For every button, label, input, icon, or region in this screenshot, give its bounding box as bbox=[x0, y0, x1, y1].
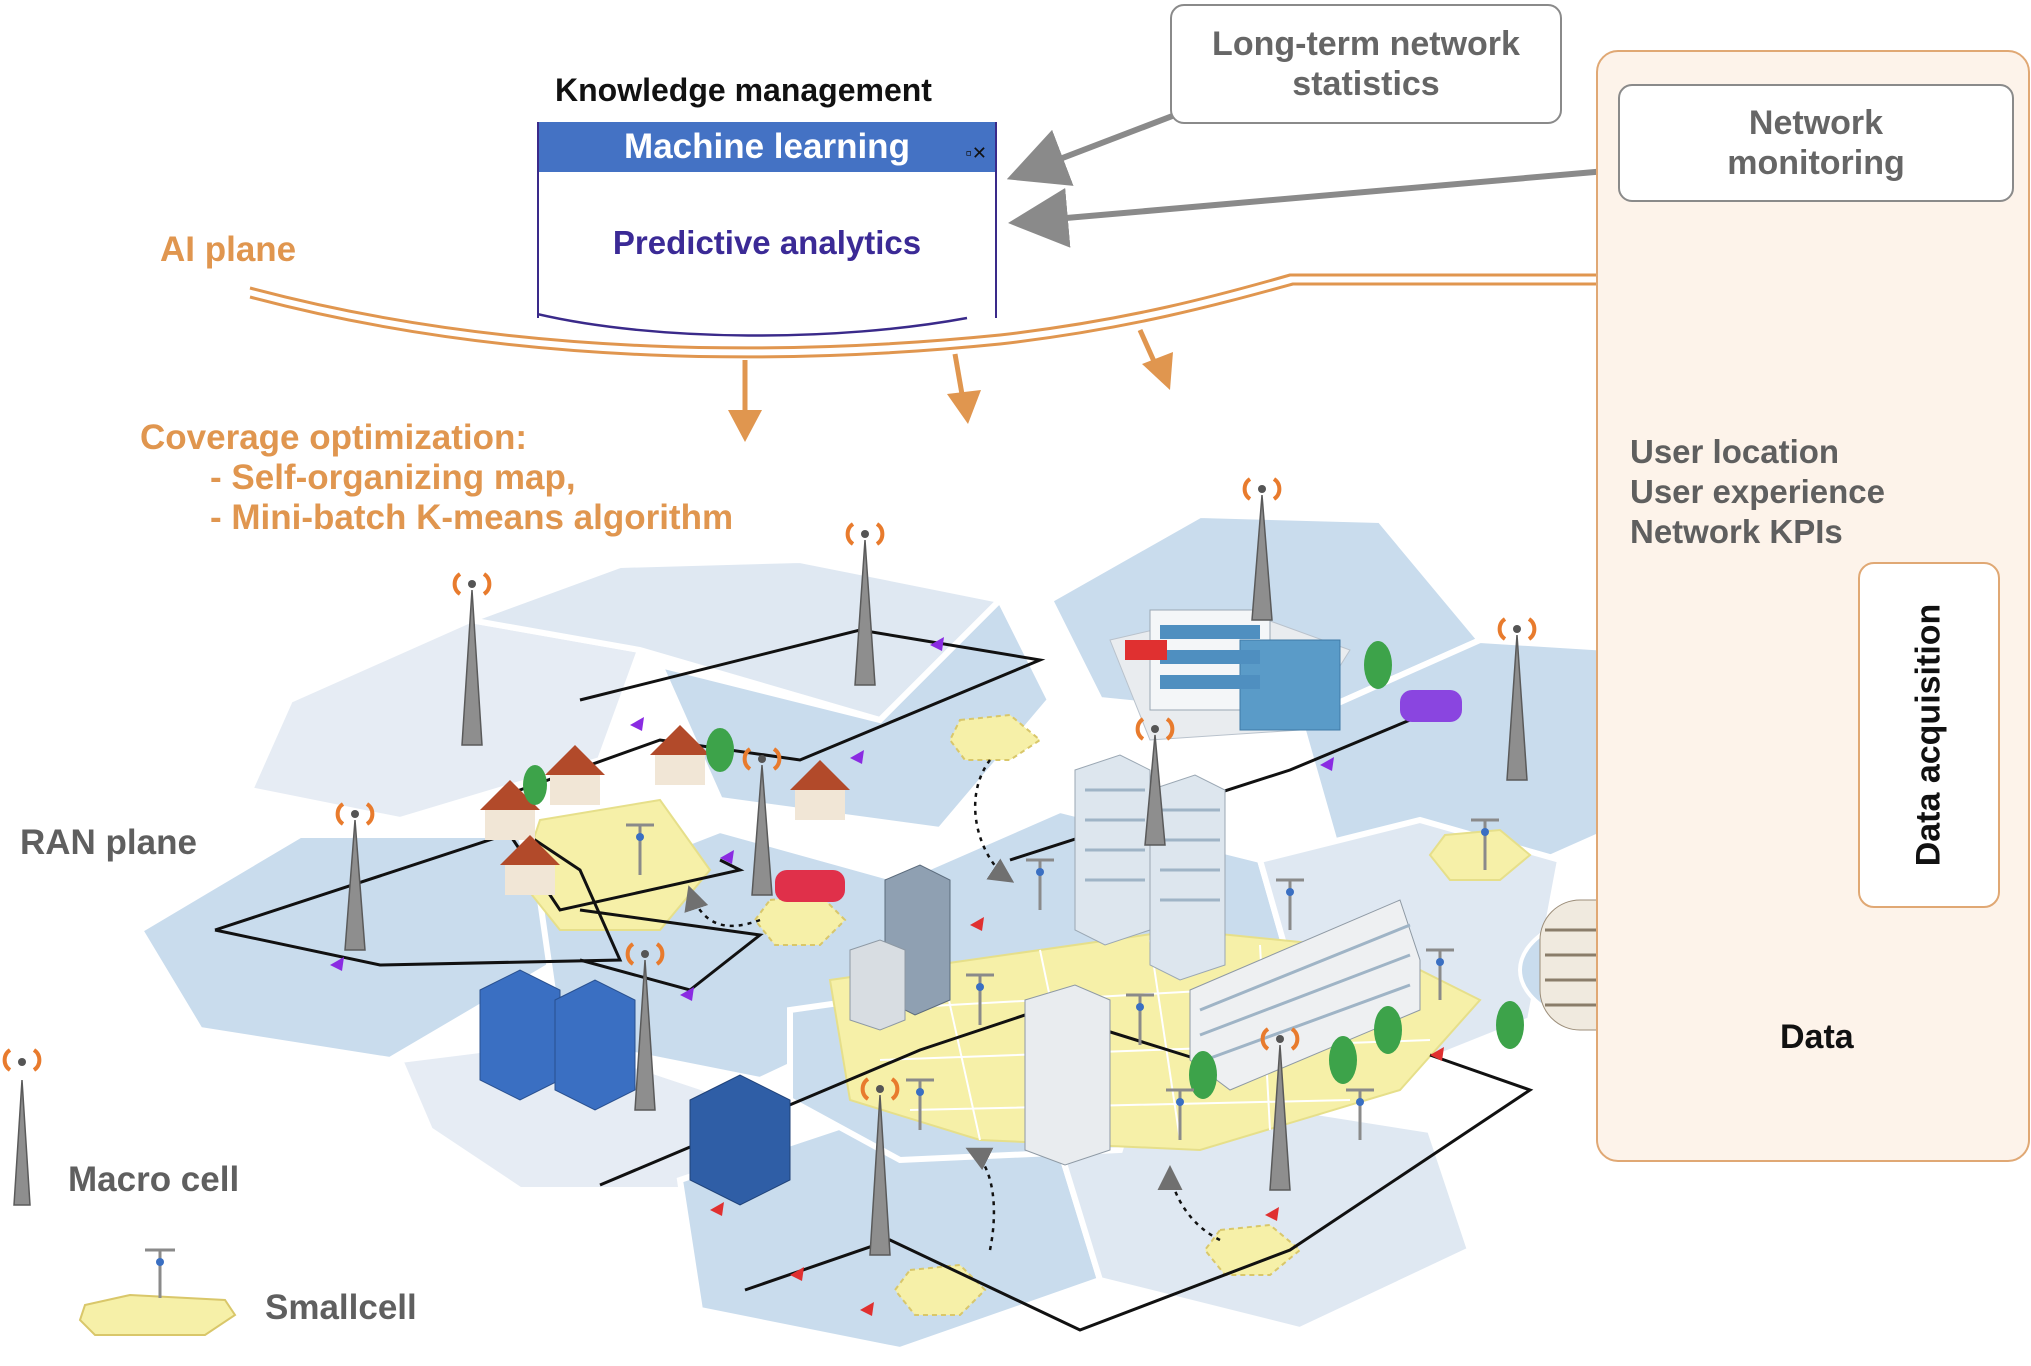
handover-arrows bbox=[684, 759, 1221, 1251]
data-label: Data bbox=[1780, 1018, 1854, 1056]
red-car bbox=[775, 870, 845, 902]
route-arrow-red bbox=[710, 1202, 724, 1216]
monitoring-item-user-location: User location bbox=[1630, 433, 1840, 470]
smallcell-legend-icon bbox=[78, 1248, 237, 1336]
coverage-optimization-title: Coverage optimization: bbox=[140, 418, 527, 457]
macro-cell-legend-icon bbox=[2, 1048, 42, 1206]
macro-tower-icon bbox=[1497, 617, 1537, 781]
blue-office-blocks bbox=[479, 969, 791, 1206]
smallcell-area bbox=[893, 1263, 987, 1316]
hospital-building bbox=[1109, 609, 1351, 741]
smallcell-pole-icon bbox=[626, 823, 654, 875]
ml-window-title: Machine learning bbox=[624, 127, 910, 166]
route-arrow-red bbox=[790, 1267, 804, 1281]
smallcell-pole-icon bbox=[906, 1078, 934, 1130]
long-term-stats-line2: statistics bbox=[1292, 65, 1440, 103]
smallcell-pole-icon bbox=[1471, 818, 1499, 870]
predictive-analytics-label: Predictive analytics bbox=[612, 224, 922, 261]
network-monitoring-box: Network monitoring bbox=[1618, 84, 2014, 202]
ai-plane-curve bbox=[249, 273, 1655, 359]
route-path bbox=[579, 908, 764, 992]
long-term-statistics-box: Long-term network statistics bbox=[1170, 4, 1562, 124]
macro-tower-icon bbox=[1260, 1027, 1300, 1191]
macro-cell-towers bbox=[335, 477, 1537, 1256]
macro-tower-icon bbox=[452, 572, 492, 746]
data-acquisition-box: Data acquisition bbox=[1858, 562, 2000, 908]
legend-macro-cell-label: Macro cell bbox=[68, 1160, 240, 1199]
route-arrow-purple bbox=[330, 957, 344, 971]
smallcell-pole-icon bbox=[966, 973, 994, 1025]
smallcell-area bbox=[1203, 1223, 1302, 1276]
smallcell-area bbox=[1428, 828, 1532, 881]
legend-smallcell-label: Smallcell bbox=[265, 1288, 417, 1327]
grey-towers bbox=[849, 864, 1111, 1166]
data-acquisition-label: Data acquisition bbox=[1909, 603, 1948, 867]
route-arrow-purple bbox=[1320, 757, 1334, 771]
machine-learning-window: Machine learning ▫✕ Predictive analytics bbox=[537, 122, 997, 337]
coverage-item-som: - Self-organizing map, bbox=[210, 458, 576, 497]
knowledge-management-title: Knowledge management bbox=[555, 72, 932, 108]
long-building bbox=[1189, 899, 1421, 1091]
network-monitoring-line2: monitoring bbox=[1727, 144, 1905, 182]
smallcell-pole-icon bbox=[1346, 1088, 1374, 1140]
legend-graphics bbox=[2, 1048, 237, 1336]
route-path bbox=[214, 828, 623, 967]
smallcell-poles bbox=[626, 818, 1499, 1140]
purple-car bbox=[1400, 690, 1462, 722]
smallcell-area bbox=[948, 713, 1042, 761]
route-arrow-red bbox=[1265, 1207, 1279, 1221]
smallcell-pole-icon bbox=[1166, 1088, 1194, 1140]
route-path bbox=[744, 1053, 1534, 1332]
route-arrow-purple bbox=[850, 750, 864, 764]
route-arrow-red bbox=[970, 917, 984, 931]
houses bbox=[480, 725, 850, 895]
route-arrow-purple bbox=[930, 637, 944, 651]
smallcell-pole-icon bbox=[1126, 993, 1154, 1045]
ai-plane-arrows bbox=[728, 328, 1173, 442]
monitoring-item-network-kpis: Network KPIs bbox=[1630, 513, 1843, 550]
window-controls-icon[interactable]: ▫✕ bbox=[965, 143, 987, 163]
macro-tower-icon bbox=[845, 522, 885, 686]
macro-tower-icon bbox=[742, 747, 782, 896]
coverage-item-kmeans: - Mini-batch K-means algorithm bbox=[210, 498, 734, 537]
route-arrow-purple bbox=[720, 850, 734, 864]
route-arrow-red bbox=[860, 1302, 874, 1316]
trees bbox=[523, 641, 1524, 1099]
smallcell-pole-icon bbox=[1426, 948, 1454, 1000]
ran-plane-label: RAN plane bbox=[20, 823, 197, 862]
smallcell-pole-icon bbox=[1276, 878, 1304, 930]
monitoring-item-user-experience: User experience bbox=[1630, 473, 1885, 510]
hex-cell bbox=[654, 594, 1054, 834]
twin-towers bbox=[1074, 754, 1226, 981]
macro-tower-icon bbox=[1242, 477, 1282, 621]
macro-tower-icon bbox=[625, 942, 665, 1111]
route-arrow-purple bbox=[680, 987, 694, 1001]
smallcell-pole-icon bbox=[1026, 858, 1054, 910]
ai-plane-label: AI plane bbox=[160, 230, 297, 269]
feedback-arrows bbox=[1006, 112, 1619, 248]
macro-tower-icon bbox=[335, 802, 375, 951]
macro-tower-icon bbox=[1135, 717, 1175, 846]
route-arrows bbox=[330, 637, 1444, 1316]
ml-window-bottom-curve bbox=[537, 312, 968, 337]
ml-window-titlebar: Machine learning ▫✕ bbox=[539, 122, 995, 172]
smallcell-area bbox=[753, 893, 847, 946]
route-arrow-purple bbox=[630, 717, 644, 731]
long-term-stats-line1: Long-term network bbox=[1212, 25, 1520, 63]
macro-tower-icon bbox=[860, 1077, 900, 1256]
network-monitoring-line1: Network bbox=[1748, 104, 1884, 142]
route-arrow-red bbox=[1430, 1047, 1444, 1061]
